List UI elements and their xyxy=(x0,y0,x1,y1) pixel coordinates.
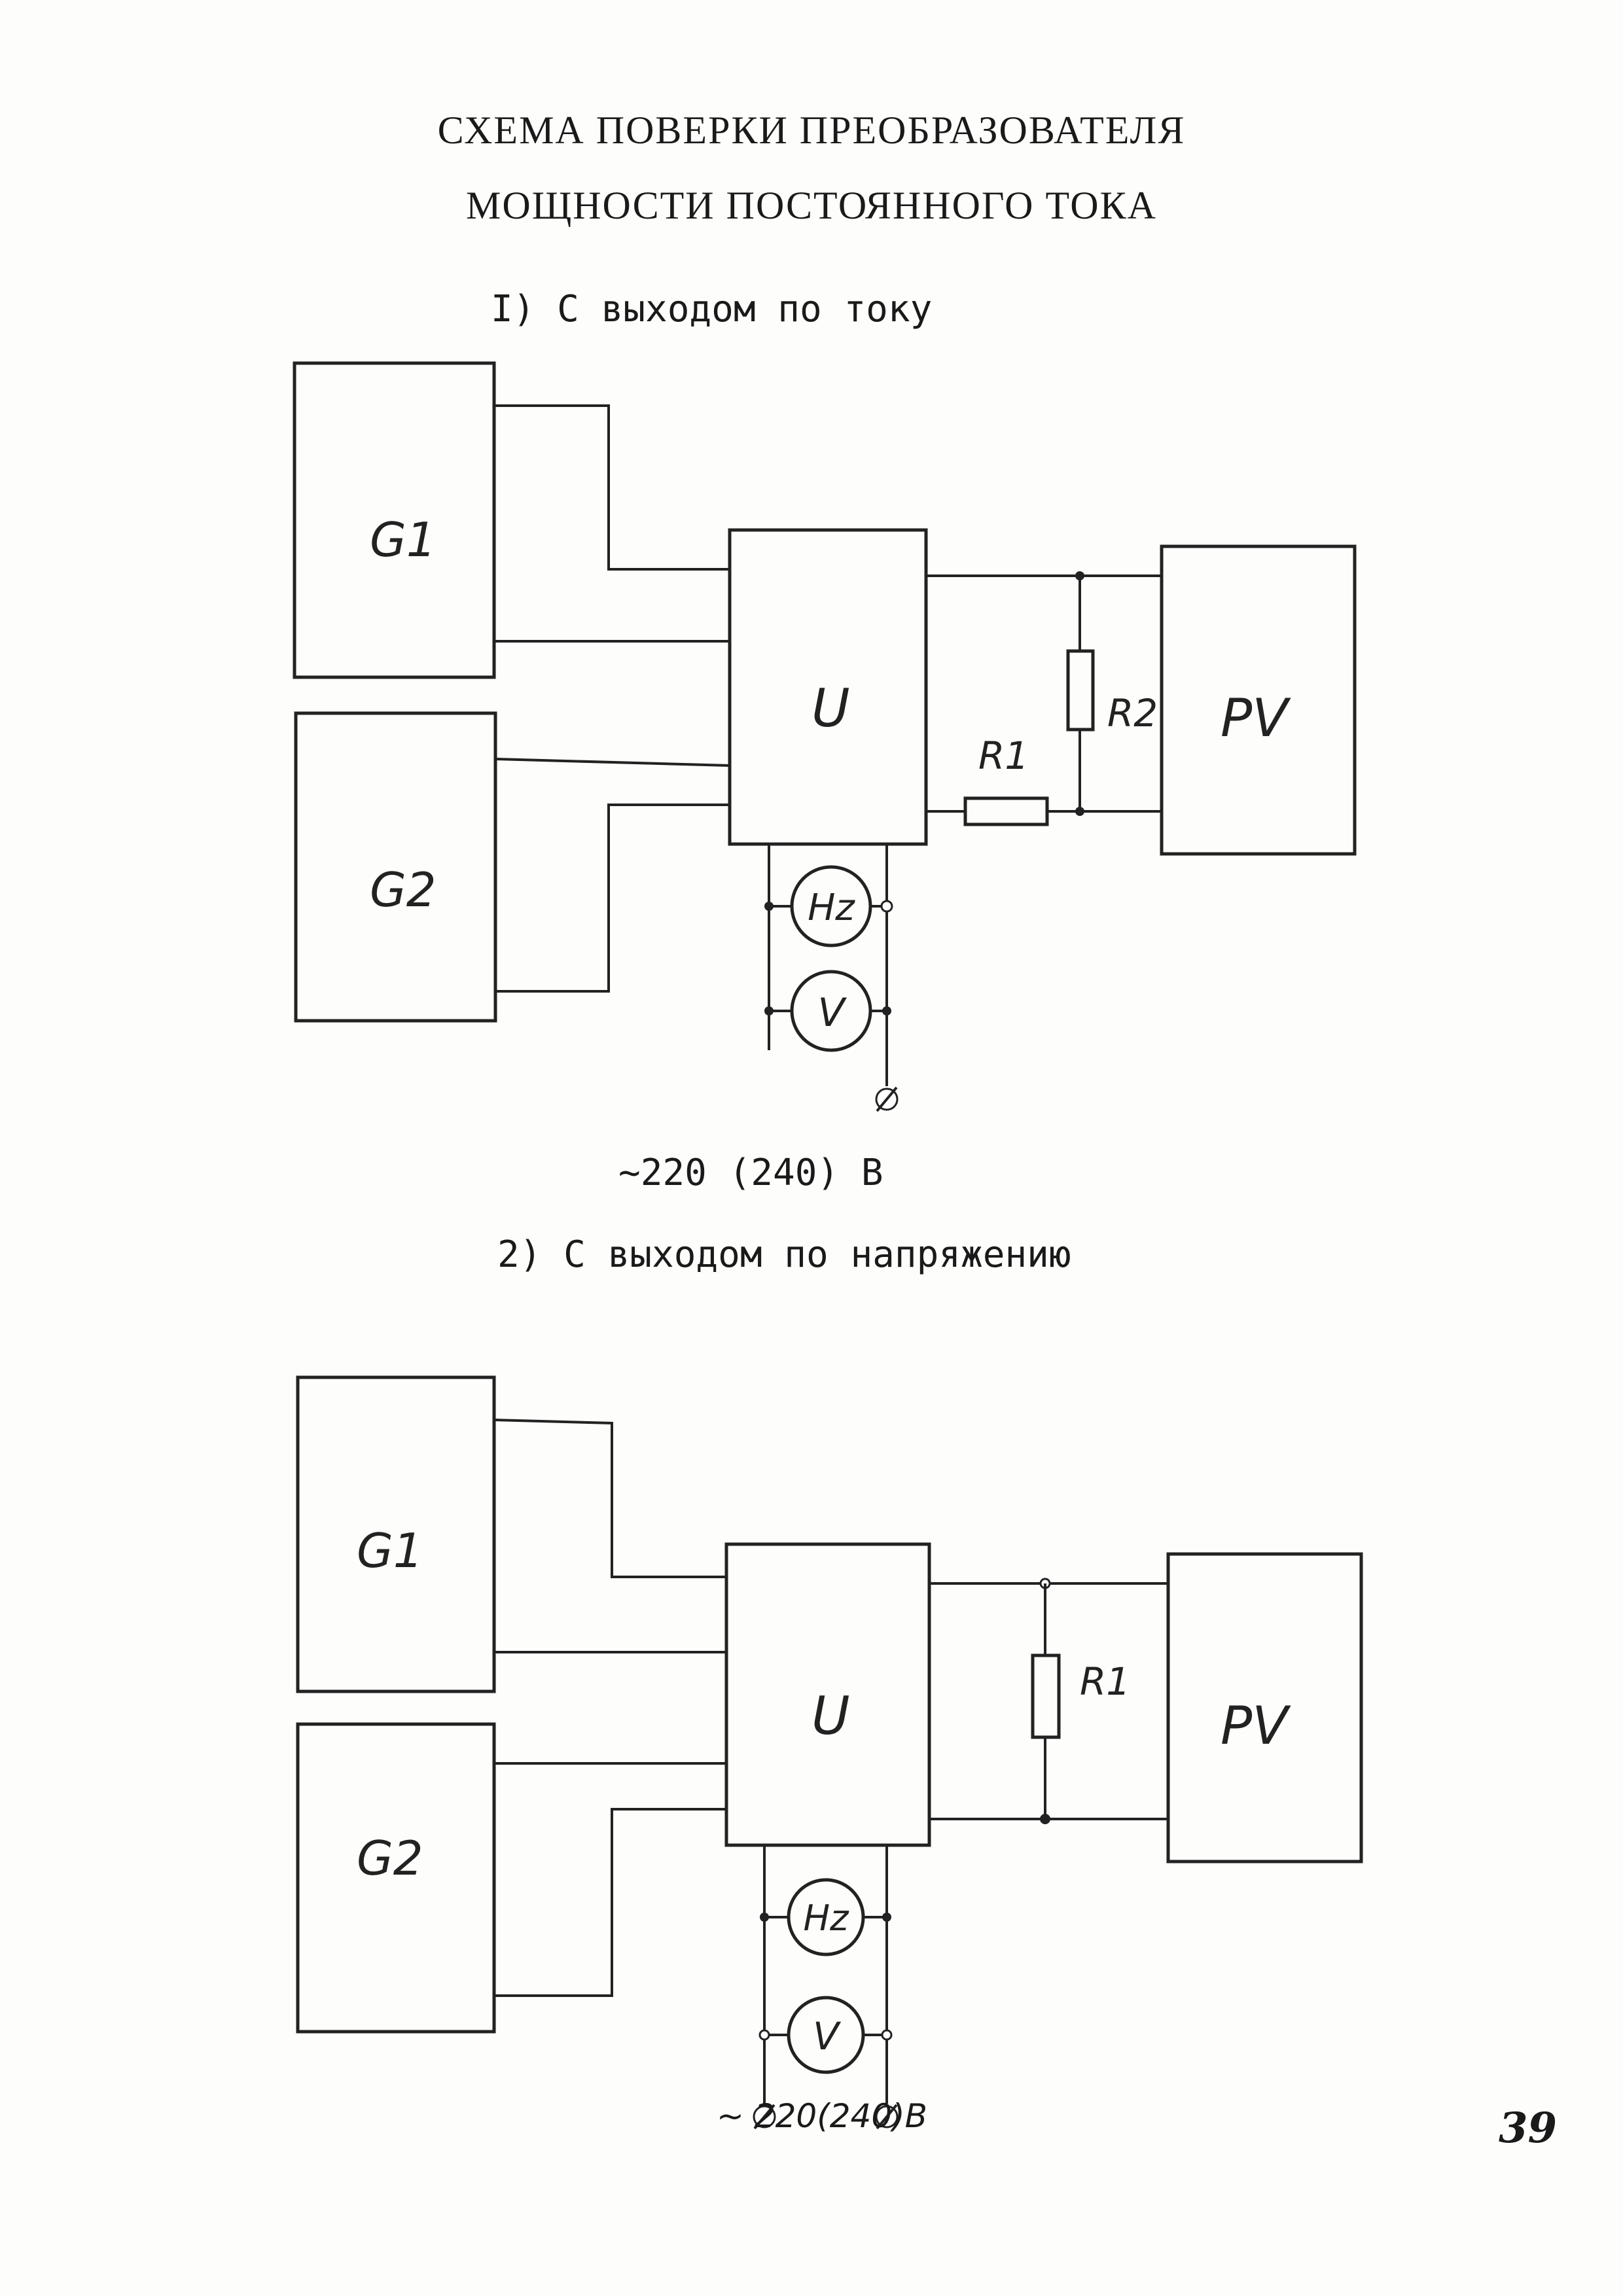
scheme-2-block-g1 xyxy=(296,1375,496,1693)
scheme-2-wire-g1-top xyxy=(493,1419,726,1578)
scheme-1-terminal-slash xyxy=(876,1086,898,1112)
scheme-2-wire-g2-bottom xyxy=(494,1808,726,1997)
title-line-2: МОЩНОСТИ ПОСТОЯННОГО ТОКА xyxy=(466,184,1157,227)
scheme-1-block-pv-label: PV xyxy=(1221,688,1291,749)
scheme-2-block-pv xyxy=(1166,1552,1363,1863)
scheme-2-supply-label: ~ 220(240)В xyxy=(717,2097,927,2135)
scheme-1-node xyxy=(1075,807,1084,816)
scheme-1-block-g2-label: G2 xyxy=(370,862,437,917)
scheme-2-meter-hz-label: Hz xyxy=(804,1898,850,1939)
scheme-1-terminal xyxy=(880,900,893,913)
scheme-2-block-u-label: U xyxy=(812,1686,850,1746)
scheme-2-meter-v-label: V xyxy=(813,2014,842,2058)
scheme-2-diagram: G1 G2 U PV R1 xyxy=(296,1375,1363,2130)
scheme-1-supply-label: ~220 (240) В xyxy=(618,1152,883,1194)
scheme-2-block-g1-label: G1 xyxy=(357,1523,423,1578)
scheme-2-terminal xyxy=(758,2029,770,2041)
scheme-2-terminal-slash xyxy=(753,2104,776,2130)
scheme-1-resistor-r1 xyxy=(963,796,1049,826)
scheme-1-meter-hz-label: Hz xyxy=(808,887,855,929)
scheme-1-wire-g2-top xyxy=(495,758,730,767)
scheme-1-resistor-r2 xyxy=(1066,649,1095,732)
scheme-1-node xyxy=(764,902,774,911)
scheme-1-block-g1 xyxy=(293,361,496,679)
scheme-2-resistor-r1 xyxy=(1031,1653,1061,1739)
scheme-1-node xyxy=(882,1006,891,1016)
scheme-1-wire-g2-bottom xyxy=(495,804,730,993)
scheme-2-block-pv-label: PV xyxy=(1221,1695,1291,1756)
scheme-1-resistor-r2-label: R2 xyxy=(1107,691,1158,735)
scheme-1-node xyxy=(764,1006,774,1016)
scheme-1-block-g2 xyxy=(294,711,497,1023)
scheme-2-node xyxy=(760,1913,769,1922)
scheme-1-block-g1-label: G1 xyxy=(370,512,437,567)
scheme-2-resistor-r1-label: R1 xyxy=(1080,1659,1130,1704)
scheme-2-node xyxy=(882,1913,891,1922)
title-line-1: СХЕМА ПОВЕРКИ ПРЕОБРАЗОВАТЕЛЯ xyxy=(437,109,1186,152)
scheme-2-heading: 2) С выходом по напряжению xyxy=(497,1233,1071,1276)
scheme-2-terminal-slash xyxy=(876,2104,898,2130)
scheme-1-block-u-label: U xyxy=(812,678,850,739)
scheme-1-block-u xyxy=(728,528,928,846)
scheme-2-block-g2 xyxy=(296,1722,496,2034)
scheme-1-diagram: G1 G2 U PV R2 xyxy=(293,361,1357,1112)
scheme-1-resistor-r1-label: R1 xyxy=(978,733,1029,778)
page-number: 39 xyxy=(1499,2104,1558,2153)
scheme-1-wire-g1-top xyxy=(494,404,730,571)
scheme-1-heading: I) С выходом по току xyxy=(491,288,933,330)
scheme-2-block-u xyxy=(724,1542,931,1847)
scheme-2-terminal xyxy=(881,2029,893,2041)
scheme-1-meter-v-label: V xyxy=(817,990,847,1036)
scheme-2-block-g2-label: G2 xyxy=(357,1831,423,1886)
scheme-1-block-pv xyxy=(1160,544,1357,856)
